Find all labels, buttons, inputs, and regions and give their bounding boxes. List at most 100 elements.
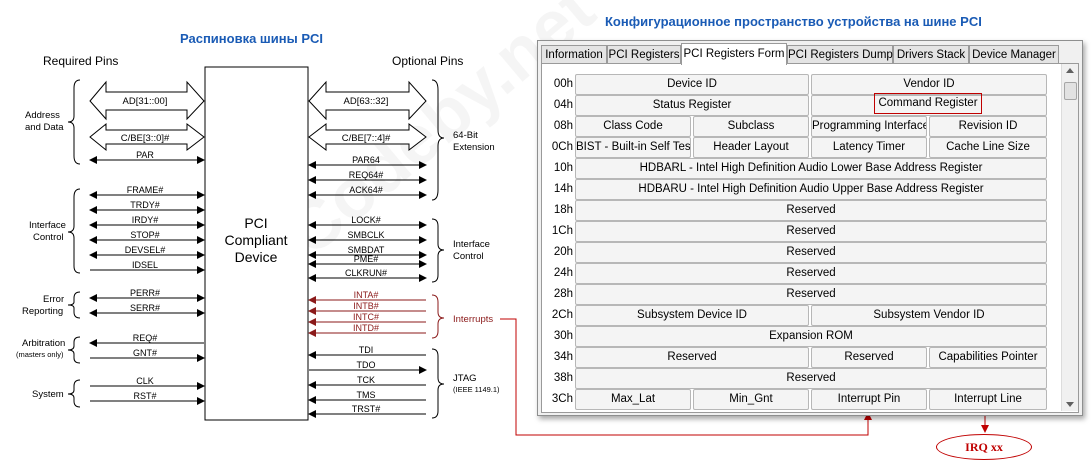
field-hdbarl[interactable]: HDBARL - Intel High Definition Audio Low…: [575, 158, 1047, 179]
register-offset-08h: 08h: [553, 120, 573, 132]
field-bist[interactable]: BIST - Built-in Self Test: [575, 137, 691, 158]
brace-jtag: [431, 348, 445, 419]
signal-perr: PERR#: [130, 288, 160, 298]
signal-intd: INTD#: [353, 323, 379, 333]
group-address-data-line-2: and Data: [25, 122, 64, 133]
register-offset-0ch: 0Ch: [551, 141, 573, 153]
registers-form-panel: 00h Device ID Vendor ID 04h Status Regis…: [541, 63, 1079, 413]
field-subsystem-device-id[interactable]: Subsystem Device ID: [575, 305, 809, 326]
field-reserved-18h[interactable]: Reserved: [575, 200, 1047, 221]
field-reserved-28h[interactable]: Reserved: [575, 284, 1047, 305]
signal-lock: LOCK#: [351, 215, 381, 225]
field-subclass[interactable]: Subclass: [693, 116, 809, 137]
tab-pci-registers-form[interactable]: PCI Registers Form: [681, 43, 787, 65]
signal-inta: INTA#: [354, 290, 379, 300]
brace-64-bit: [431, 79, 445, 201]
callout-interrupts-to-interrupt-pin: [500, 318, 872, 436]
scroll-down-arrow-icon[interactable]: [1066, 402, 1074, 407]
brace-interface-control-right: [431, 218, 445, 283]
register-offset-18h: 18h: [553, 204, 573, 216]
register-offset-3ch: 3Ch: [551, 393, 573, 405]
group-error-reporting-line-1: Error: [43, 294, 64, 305]
device-label-line-2: Compliant: [224, 232, 287, 248]
register-offset-2ch: 2Ch: [551, 309, 573, 321]
field-min-gnt[interactable]: Min_Gnt: [693, 389, 809, 410]
field-interrupt-line[interactable]: Interrupt Line: [929, 389, 1047, 410]
tab-information[interactable]: Information: [541, 45, 607, 64]
signal-trst: TRST#: [352, 404, 381, 414]
signal-cbe-3-0: C/BE[3::0]#: [121, 133, 170, 144]
irq-callout: IRQ xx: [936, 434, 1032, 460]
register-offset-10h: 10h: [553, 162, 573, 174]
field-reserved-24h[interactable]: Reserved: [575, 263, 1047, 284]
field-status-register[interactable]: Status Register: [575, 95, 809, 116]
signal-tms: TMS: [357, 390, 376, 400]
field-interrupt-pin[interactable]: Interrupt Pin: [811, 389, 927, 410]
brace-interrupts: [431, 294, 445, 339]
signal-cbe-7-4: C/BE[7::4]#: [342, 133, 391, 144]
field-class-code[interactable]: Class Code: [575, 116, 691, 137]
brace-arbitration: [67, 336, 81, 364]
signal-irdy: IRDY#: [132, 215, 159, 225]
tab-pci-registers[interactable]: PCI Registers: [607, 45, 681, 64]
group-interface-control-left-line-2: Control: [33, 232, 64, 243]
signal-clkrun: CLKRUN#: [345, 268, 387, 278]
ad-31-00-bus-arrow: [89, 80, 205, 121]
field-reserved-34h-a[interactable]: Reserved: [575, 347, 809, 368]
register-offset-30h: 30h: [553, 330, 573, 342]
vertical-scrollbar[interactable]: [1061, 64, 1078, 411]
signal-clk: CLK: [136, 376, 154, 386]
tab-device-manager[interactable]: Device Manager: [969, 45, 1059, 64]
signal-par64: PAR64: [352, 155, 380, 165]
signal-smbdat: SMBDAT: [348, 245, 385, 255]
group-arbitration-note: (masters only): [16, 350, 64, 359]
device-label-line-3: Device: [235, 249, 278, 265]
signal-ack64: ACK64#: [349, 185, 383, 195]
signal-stop: STOP#: [130, 230, 159, 240]
register-offset-34h: 34h: [553, 351, 573, 363]
field-reserved-38h[interactable]: Reserved: [575, 368, 1047, 389]
field-revision-id[interactable]: Revision ID: [929, 116, 1047, 137]
register-offset-1ch: 1Ch: [551, 225, 573, 237]
brace-interface-control-left: [67, 188, 81, 274]
tab-pci-registers-dump[interactable]: PCI Registers Dump: [787, 45, 893, 64]
field-programming-interface[interactable]: Programming Interface: [811, 116, 927, 137]
field-header-layout[interactable]: Header Layout: [693, 137, 809, 158]
signal-serr: SERR#: [130, 303, 160, 313]
field-capabilities-pointer[interactable]: Capabilities Pointer: [929, 347, 1047, 368]
field-hdbaru[interactable]: HDBARU - Intel High Definition Audio Upp…: [575, 179, 1047, 200]
field-device-id[interactable]: Device ID: [575, 74, 809, 95]
field-reserved-1ch[interactable]: Reserved: [575, 221, 1047, 242]
pci-registers-window: Information PCI Registers PCI Registers …: [537, 40, 1083, 416]
field-max-lat[interactable]: Max_Lat: [575, 389, 691, 410]
field-expansion-rom[interactable]: Expansion ROM: [575, 326, 1047, 347]
field-command-register-cell[interactable]: [811, 95, 1047, 116]
device-label-line-1: PCI: [244, 215, 267, 231]
field-subsystem-vendor-id[interactable]: Subsystem Vendor ID: [811, 305, 1047, 326]
group-arbitration: Arbitration: [22, 338, 65, 349]
scrollbar-thumb[interactable]: [1064, 82, 1077, 100]
scroll-up-arrow-icon[interactable]: [1066, 68, 1074, 73]
cbe-7-4-bus-arrow: [308, 122, 427, 152]
field-vendor-id[interactable]: Vendor ID: [811, 74, 1047, 95]
signal-rst: RST#: [133, 391, 156, 401]
tab-drivers-stack[interactable]: Drivers Stack: [893, 45, 969, 64]
field-reserved-34h-b[interactable]: Reserved: [811, 347, 927, 368]
group-interface-control-left-line-1: Interface: [29, 220, 66, 231]
field-latency-timer[interactable]: Latency Timer: [811, 137, 927, 158]
signal-pme: PME#: [354, 254, 379, 264]
field-cache-line-size[interactable]: Cache Line Size: [929, 137, 1047, 158]
register-offset-20h: 20h: [553, 246, 573, 258]
group-error-reporting-line-2: Reporting: [22, 306, 63, 317]
signal-req: REQ#: [133, 333, 158, 343]
group-system: System: [32, 389, 64, 400]
field-reserved-20h[interactable]: Reserved: [575, 242, 1047, 263]
left-title: Распиновка шины PCI: [180, 31, 323, 46]
group-interrupts: Interrupts: [453, 314, 493, 325]
signal-devsel: DEVSEL#: [125, 245, 166, 255]
optional-pins-label: Optional Pins: [392, 54, 463, 68]
